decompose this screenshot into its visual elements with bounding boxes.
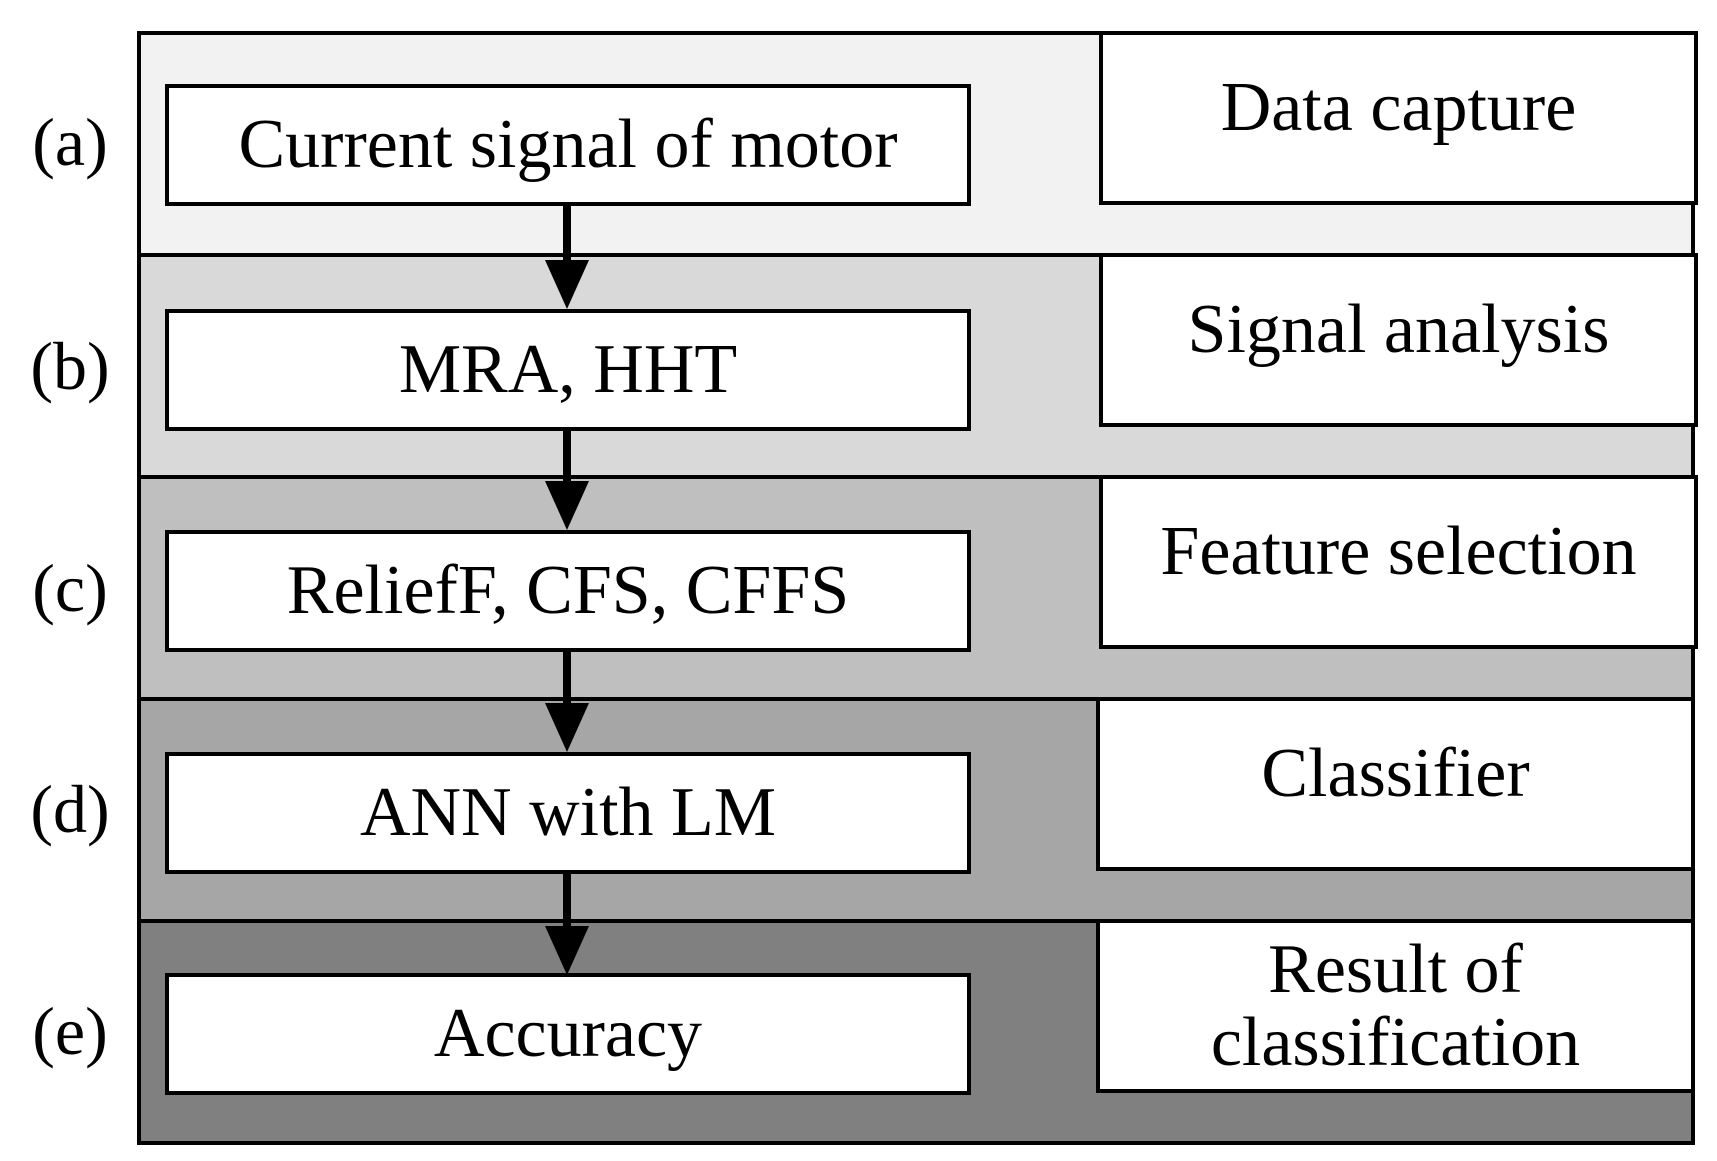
- process-box-signal-analysis: MRA, HHT: [165, 309, 971, 431]
- stage-box-data-capture: Data capture: [1099, 31, 1698, 205]
- stage-result-line2: classification: [1210, 1004, 1581, 1081]
- process-box-feature-selection: ReliefF, CFS, CFFS: [165, 530, 971, 652]
- step-label-a: (a): [32, 104, 108, 180]
- stage-box-classifier: Classifier: [1096, 697, 1695, 871]
- stage-box-signal-analysis: Signal analysis: [1099, 253, 1698, 427]
- step-label-d: (d): [30, 771, 110, 847]
- step-label-e: (e): [32, 993, 108, 1069]
- step-label-b: (b): [30, 328, 110, 404]
- step-label-c: (c): [32, 550, 108, 626]
- process-box-accuracy: Accuracy: [165, 973, 971, 1095]
- process-box-current-signal: Current signal of motor: [165, 84, 971, 206]
- stage-result-line1: Result of: [1268, 930, 1523, 1008]
- process-box-classifier: ANN with LM: [165, 752, 971, 874]
- stage-box-feature-selection: Feature selection: [1099, 475, 1698, 649]
- stage-box-result-of-classification: Result of classification: [1096, 919, 1695, 1093]
